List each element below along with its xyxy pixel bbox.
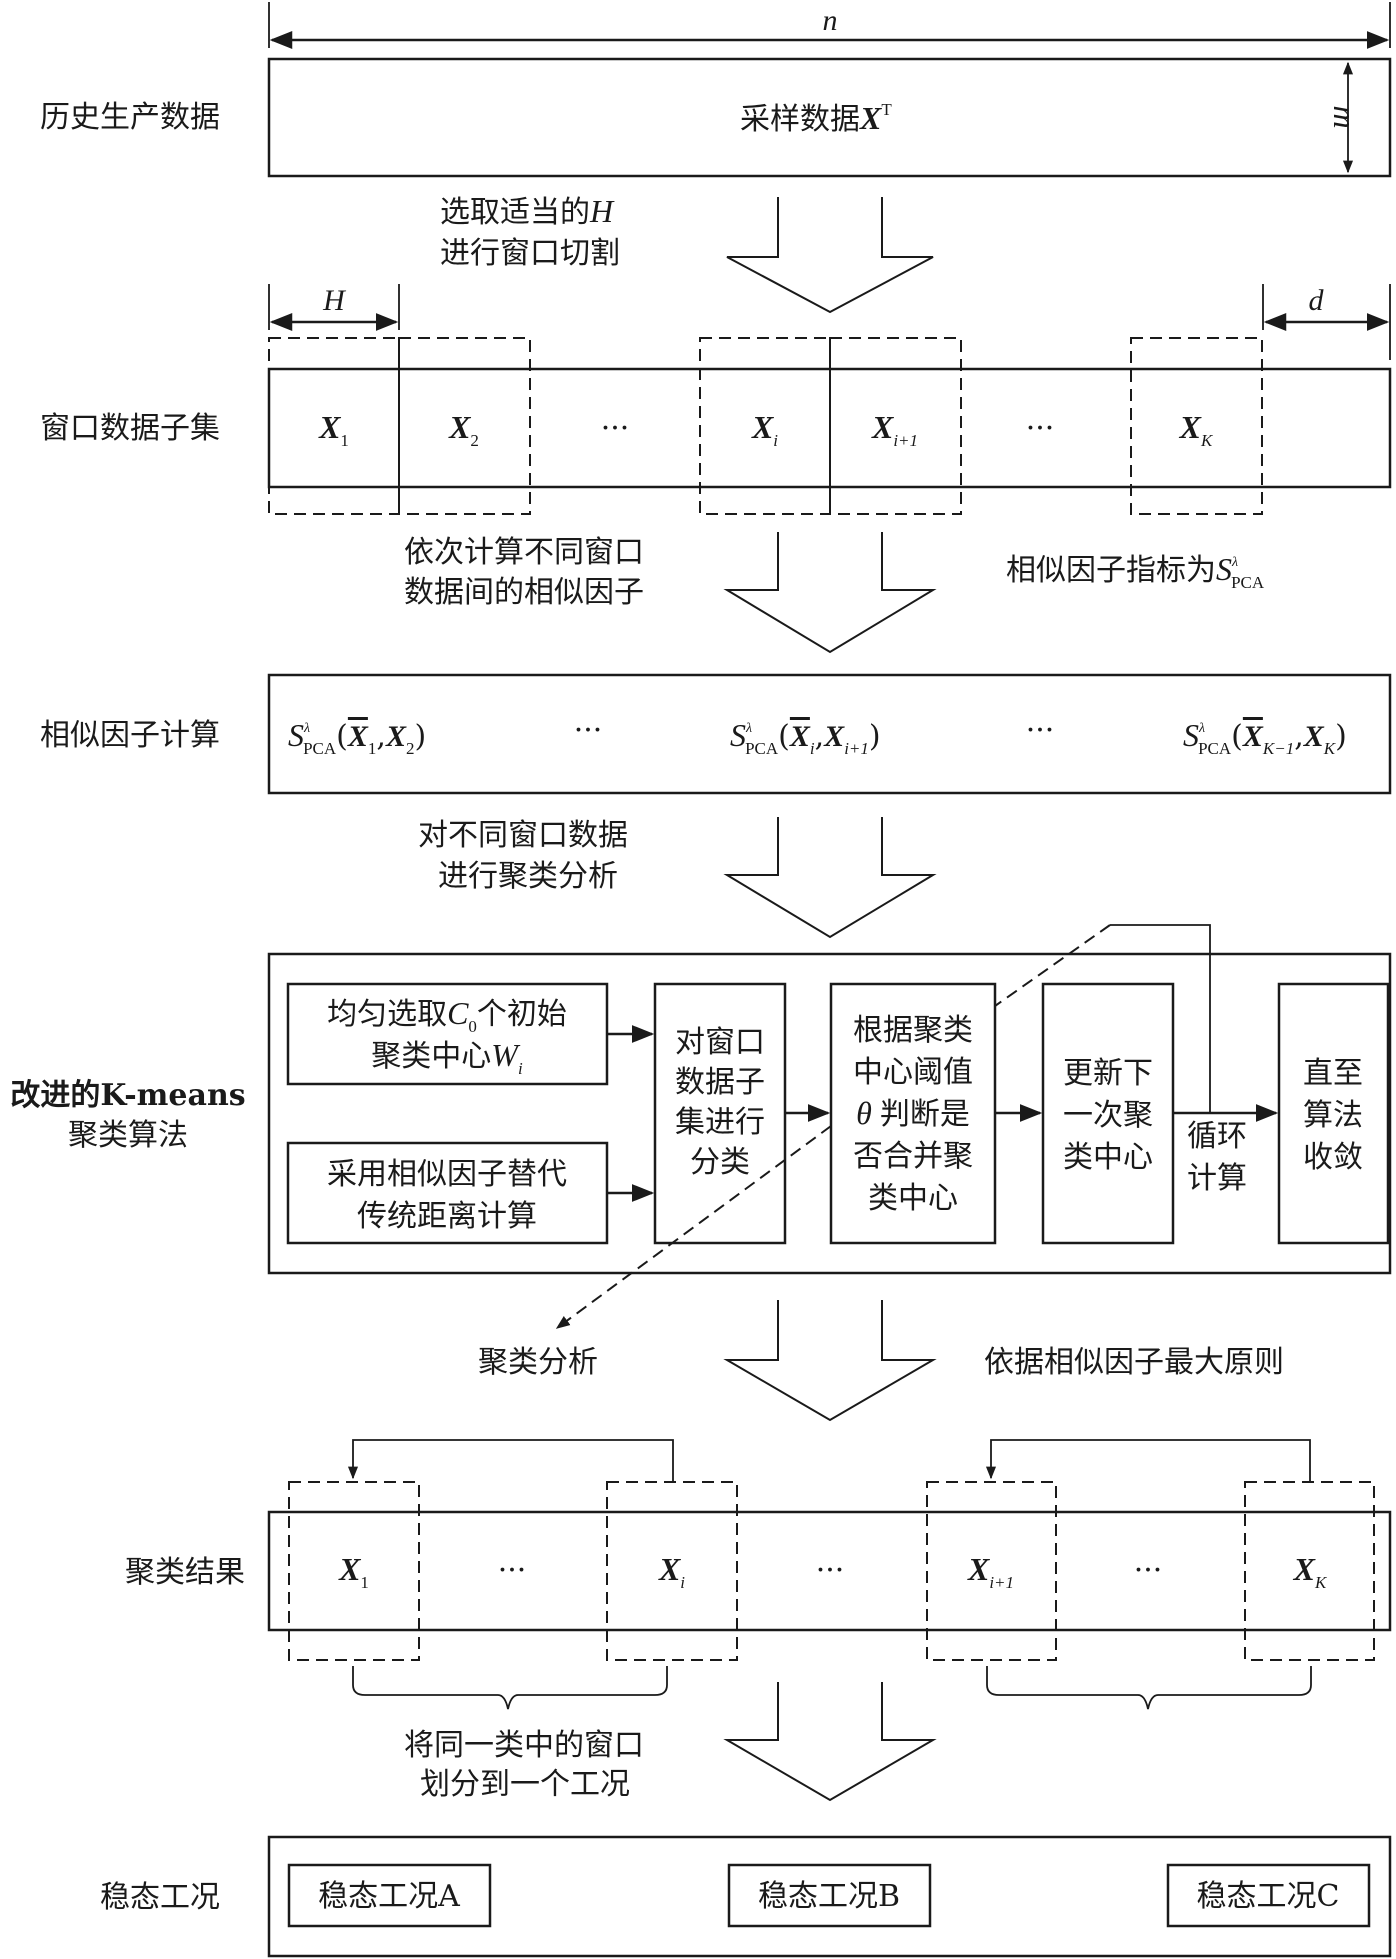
dimension-n: n (268, 2, 1391, 49)
cluster-item: XK (1293, 1551, 1328, 1592)
kmeans-box (267, 952, 1392, 1275)
dimension-n-label: n (823, 4, 838, 37)
sampled-data-text: 采样数据XT (740, 100, 892, 137)
arrow2-caption-line2: 数据间的相似因子 (404, 575, 644, 610)
flow-arrow-5 (723, 1682, 937, 1802)
loop-text-line: 计算 (1187, 1161, 1247, 1196)
init-centers-line1: 均匀选取C0个初始 (327, 995, 567, 1036)
merge-text-line: 否合并聚 (853, 1139, 973, 1174)
converge-text-line: 直至 (1303, 1056, 1363, 1091)
dimension-H-label: H (322, 284, 347, 317)
update-text-line: 一次聚 (1063, 1098, 1153, 1133)
row-label-kmeans-line1: 改进的K-means (10, 1078, 245, 1113)
steady-state-box (267, 1835, 1392, 1958)
dimension-d: d (1262, 284, 1391, 360)
window-item: Xi+1 (871, 409, 918, 450)
steady-state-item-box (727, 1863, 932, 1928)
window-item: XK (1179, 409, 1214, 450)
cluster-ellipsis: ··· (816, 1553, 845, 1588)
cluster-ellipsis: ··· (1134, 1553, 1163, 1588)
dimension-d-label: d (1309, 284, 1325, 317)
classify-text-line: 对窗口 (675, 1025, 765, 1060)
row-label-windows: 窗口数据子集 (40, 411, 220, 446)
arrow2-caption-line1: 依次计算不同窗口 (404, 535, 644, 570)
row-label-kmeans-line2: 聚类算法 (68, 1118, 188, 1153)
row-label-similarity: 相似因子计算 (40, 718, 220, 753)
cluster-item: Xi+1 (967, 1551, 1014, 1592)
steady-state-item: 稳态工况A (318, 1879, 460, 1914)
max-similarity-principle-label: 依据相似因子最大原则 (984, 1345, 1284, 1380)
window-item: Xi (751, 409, 778, 450)
window-item: X2 (448, 409, 479, 450)
similarity-ellipsis: ··· (574, 713, 603, 748)
window-item: X1 (318, 409, 349, 450)
window-ellipsis: ··· (1026, 411, 1055, 446)
cluster-band (267, 1510, 1392, 1632)
steady-state-item-box (1166, 1863, 1371, 1928)
steady-state-item-box (287, 1863, 492, 1928)
cluster-ellipsis: ··· (498, 1553, 527, 1588)
converge-text-line: 收敛 (1303, 1140, 1363, 1175)
flow-arrow-3 (723, 817, 937, 939)
dashed-link-upper (994, 924, 1111, 1007)
sampled-data-box (267, 57, 1392, 178)
similarity-distance-line1: 采用相似因子替代 (327, 1157, 567, 1192)
cluster-dashed-frames (288, 1481, 1375, 1661)
cluster-item: Xi (658, 1551, 685, 1592)
similarity-ellipsis: ··· (1026, 713, 1055, 748)
merge-text-line: θ 判断是 (856, 1095, 970, 1132)
loop-text-line: 循环 (1187, 1119, 1247, 1154)
merge-text-line: 类中心 (868, 1181, 958, 1216)
row-label-history: 历史生产数据 (40, 100, 220, 135)
dimension-H: H (268, 284, 400, 331)
arrow5-caption-line1: 将同一类中的窗口 (404, 1728, 644, 1763)
row-label-clusters: 聚类结果 (125, 1555, 245, 1590)
classify-text-line: 集进行 (675, 1105, 765, 1140)
dimension-m: m (1327, 61, 1363, 174)
merge-arrows (347, 1439, 1311, 1482)
arrow5-caption-line2: 划分到一个工况 (420, 1767, 630, 1802)
converge-text-line: 算法 (1303, 1098, 1363, 1133)
row-label-steady: 稳态工况 (100, 1880, 220, 1915)
flow-arrow-1 (726, 197, 934, 314)
arrow1-caption-line1: 选取适当的H (440, 193, 615, 230)
loop-back-line (1110, 924, 1211, 1113)
window-dashed-frames (268, 337, 1263, 515)
dimension-m-label: m (1327, 105, 1363, 128)
merge-text-line: 中心阈值 (853, 1055, 973, 1090)
arrow3-caption-line1: 对不同窗口数据 (418, 818, 628, 853)
merge-text-line: 根据聚类 (853, 1013, 973, 1048)
update-text-line: 类中心 (1063, 1140, 1153, 1175)
update-text-line: 更新下 (1063, 1056, 1153, 1091)
init-centers-line2: 聚类中心Wi (371, 1037, 523, 1078)
grouping-braces (352, 1666, 1312, 1710)
converge-box (1277, 982, 1390, 1245)
steady-state-item: 稳态工况C (1197, 1879, 1340, 1914)
steady-state-item: 稳态工况B (758, 1879, 900, 1914)
similarity-box (267, 673, 1392, 795)
window-ellipsis: ··· (601, 411, 630, 446)
arrow1-caption-line2: 进行窗口切割 (440, 236, 620, 271)
classify-text-line: 数据子 (675, 1065, 765, 1100)
flow-arrow-4 (723, 1300, 937, 1422)
arrow3-caption-line2: 进行聚类分析 (438, 859, 618, 894)
similarity-distance-line2: 传统距离计算 (357, 1199, 537, 1234)
cluster-item: X1 (338, 1551, 369, 1592)
flow-arrow-2 (723, 532, 937, 654)
classify-text-line: 分类 (690, 1145, 750, 1180)
cluster-analysis-label: 聚类分析 (478, 1345, 598, 1380)
